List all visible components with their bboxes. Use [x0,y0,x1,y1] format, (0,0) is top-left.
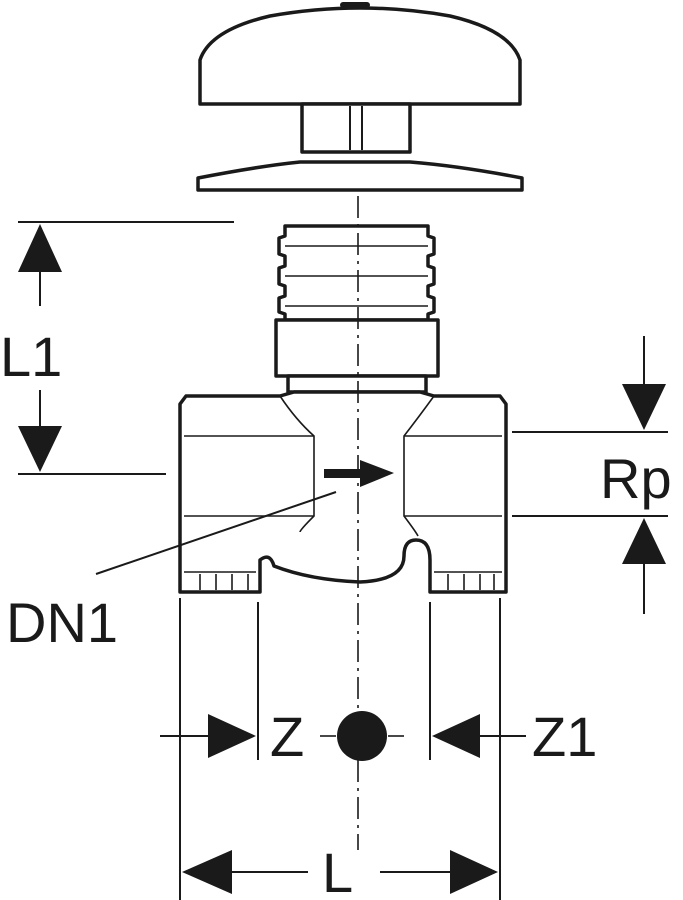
collar-nut [274,318,440,394]
cover-plate [196,160,524,192]
label-rp: Rp [600,447,672,510]
flow-arrow-icon [324,460,394,487]
dimension-z [160,598,259,900]
center-marker [337,711,387,761]
dimension-l [182,850,498,894]
dimension-l1 [18,221,234,475]
handle-stem [300,102,412,154]
threaded-spindle [277,224,436,322]
dimension-rp [512,336,668,614]
dimension-z1 [429,598,526,900]
label-z: Z [270,705,304,768]
label-z1: Z1 [532,705,597,768]
label-l1: L1 [0,325,62,388]
valve-body [178,390,508,594]
handle-cap [198,2,522,106]
label-dn1: DN1 [6,591,118,654]
dn1-leader-line [95,491,337,575]
label-l: L [322,841,353,900]
